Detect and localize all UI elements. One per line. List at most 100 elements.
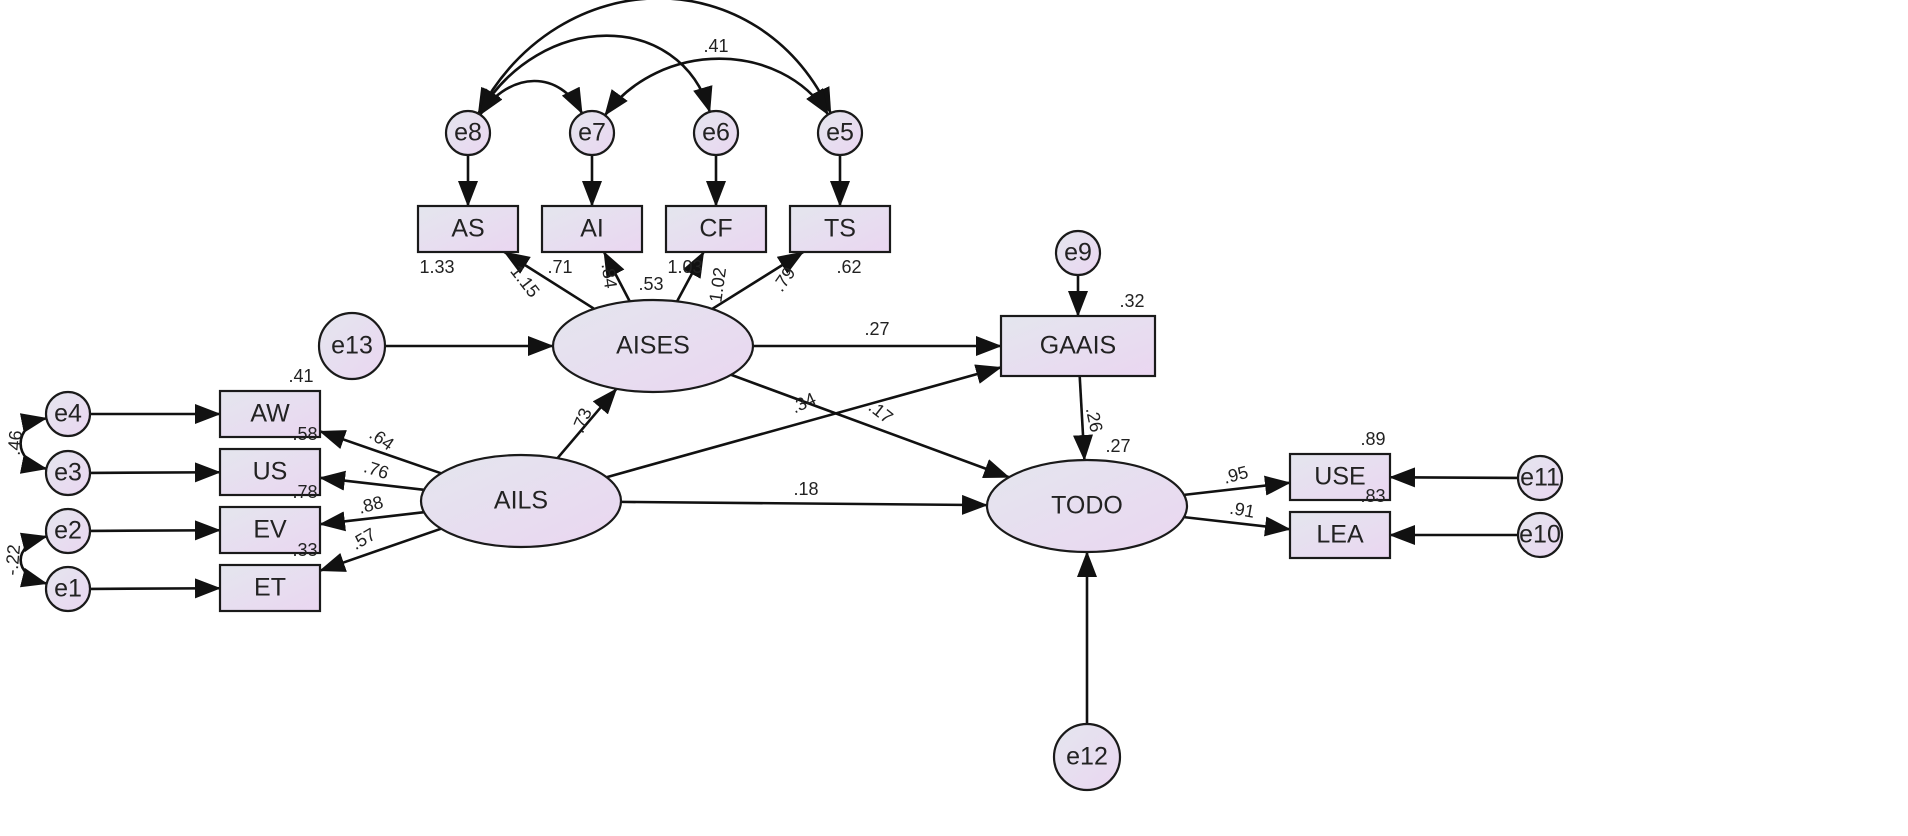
observed-variable-shape-aw (218, 389, 322, 439)
path-arrow-ails-to-aises (556, 387, 618, 460)
observed-variable-label-us: US (253, 458, 288, 486)
path-arrow-todo-to-lea (1183, 515, 1291, 537)
error-term-e6: e6 (692, 109, 740, 157)
covariance-arc-e4-e3 (19, 413, 48, 474)
error-term-shape-e10 (1516, 511, 1564, 559)
latent-variable-shape-todo (985, 458, 1189, 554)
squared-multiple-correlation-gaais: .32 (1119, 291, 1144, 311)
observed-variable-label-ai: AI (580, 215, 604, 243)
path-arrow-e11-to-use (1389, 467, 1519, 488)
path-arrow-ails-to-us (319, 470, 425, 492)
path-coefficient-ails-gaais: .34 (788, 389, 819, 418)
error-term-e2: e2 (44, 507, 92, 555)
observed-variable-label-ev: EV (253, 516, 287, 544)
error-term-label-e4: e4 (54, 400, 82, 428)
observed-variable-shape-ts (788, 204, 892, 254)
squared-multiple-correlation-aw: .41 (288, 366, 313, 386)
squared-multiple-correlation-cf: 1.03 (667, 257, 702, 277)
squared-multiple-correlation-ai: .71 (547, 257, 572, 277)
path-coefficient-ails-todo: .18 (793, 479, 818, 499)
error-term-label-e3: e3 (54, 459, 82, 487)
covariance-label-e4-e3: .46 (4, 430, 26, 457)
error-term-label-e9: e9 (1064, 239, 1092, 267)
observed-variable-label-gaais: GAAIS (1040, 332, 1116, 360)
path-arrow-ails-to-todo (620, 494, 989, 515)
path-arrow-gaais-to-todo (1073, 375, 1093, 462)
squared-multiple-correlation-lea: .83 (1360, 486, 1385, 506)
observed-variable-gaais: GAAIS (999, 314, 1157, 378)
path-arrow-aises-to-as (503, 250, 595, 310)
error-term-shape-e2 (44, 507, 92, 555)
path-coefficient-ails-us: .76 (361, 456, 391, 483)
error-term-shape-e13 (317, 311, 387, 381)
error-term-shape-e12 (1052, 722, 1122, 792)
path-coefficient-aises-cf: 1.02 (705, 266, 730, 303)
error-term-label-e7: e7 (578, 119, 606, 147)
squared-multiple-correlation-us: .58 (292, 424, 317, 444)
covariances-layer (19, 0, 832, 588)
covariance-label-e7-e5: .41 (703, 36, 728, 56)
error-term-shape-e9 (1054, 229, 1102, 277)
path-arrow-e3-to-us (89, 462, 221, 483)
path-coefficient-aises-ai: .84 (598, 262, 621, 290)
error-term-e3: e3 (44, 449, 92, 497)
observed-variable-shape-ev (218, 505, 322, 555)
observed-variable-lea: LEA (1288, 510, 1392, 560)
error-term-label-e12: e12 (1066, 743, 1108, 771)
latent-variable-label-aises: AISES (616, 332, 690, 360)
error-term-e12: e12 (1052, 722, 1122, 792)
observed-variable-cf: CF (664, 204, 768, 254)
path-coefficient-ails-ev: .88 (356, 492, 385, 518)
path-coefficient-aises-as: 1.15 (506, 261, 543, 301)
error-term-shape-e7 (568, 109, 616, 157)
error-term-label-e1: e1 (54, 575, 82, 603)
error-term-e13: e13 (317, 311, 387, 381)
path-coefficient-aises-ts: .79 (769, 263, 800, 295)
observed-variable-aw: AW (218, 389, 322, 439)
error-term-e5: e5 (816, 109, 864, 157)
observed-variable-shape-lea (1288, 510, 1392, 560)
latent-variable-shape-aises (551, 298, 755, 394)
error-term-shape-e11 (1516, 454, 1564, 502)
observed-variable-shape-cf (664, 204, 768, 254)
error-term-e9: e9 (1054, 229, 1102, 277)
squared-multiple-correlation-todo: .27 (1105, 436, 1130, 456)
error-term-label-e11: e11 (1520, 464, 1560, 492)
observed-variable-label-cf: CF (699, 215, 732, 243)
covariance-arc-e2-e1 (19, 532, 48, 588)
covariance-arc-e8-e5 (477, 0, 832, 115)
squared-multiple-correlation-ts: .62 (836, 257, 861, 277)
path-coefficient-aises-gaais: .27 (864, 319, 889, 339)
latent-variable-aises: AISES (551, 298, 755, 394)
latent-variable-label-todo: TODO (1051, 492, 1123, 520)
observed-variable-shape-et (218, 563, 322, 613)
observed-variable-ts: TS (788, 204, 892, 254)
observed-variable-ai: AI (540, 204, 644, 254)
error-term-shape-e3 (44, 449, 92, 497)
path-coefficient-gaais-todo: .26 (1082, 405, 1107, 434)
error-term-label-e8: e8 (454, 119, 482, 147)
observed-variable-shape-ai (540, 204, 644, 254)
squared-multiple-correlation-as: 1.33 (419, 257, 454, 277)
path-arrow-aises-to-todo (730, 373, 1010, 479)
error-term-shape-e8 (444, 109, 492, 157)
path-arrow-ails-to-ev (319, 510, 425, 532)
path-arrow-ails-to-et (319, 527, 442, 572)
path-arrow-aises-to-cf (675, 251, 705, 302)
latent-variable-todo: TODO (985, 458, 1189, 554)
path-arrow-todo-to-use (1183, 475, 1291, 497)
error-term-shape-e5 (816, 109, 864, 157)
squared-multiple-correlation-use: .89 (1360, 429, 1385, 449)
observed-variable-label-ts: TS (824, 215, 856, 243)
observed-variable-us: US (218, 447, 322, 497)
error-term-shape-e4 (44, 390, 92, 438)
squared-multiple-correlation-et: .33 (292, 540, 317, 560)
covariance-arc-e8-e6 (477, 34, 713, 115)
latent-variable-shape-ails (419, 453, 623, 549)
error-term-label-e13: e13 (331, 332, 373, 360)
squared-multiple-correlation-aises: .53 (638, 274, 663, 294)
error-term-shape-e1 (44, 565, 92, 613)
path-arrow-aises-to-ai (602, 251, 631, 302)
